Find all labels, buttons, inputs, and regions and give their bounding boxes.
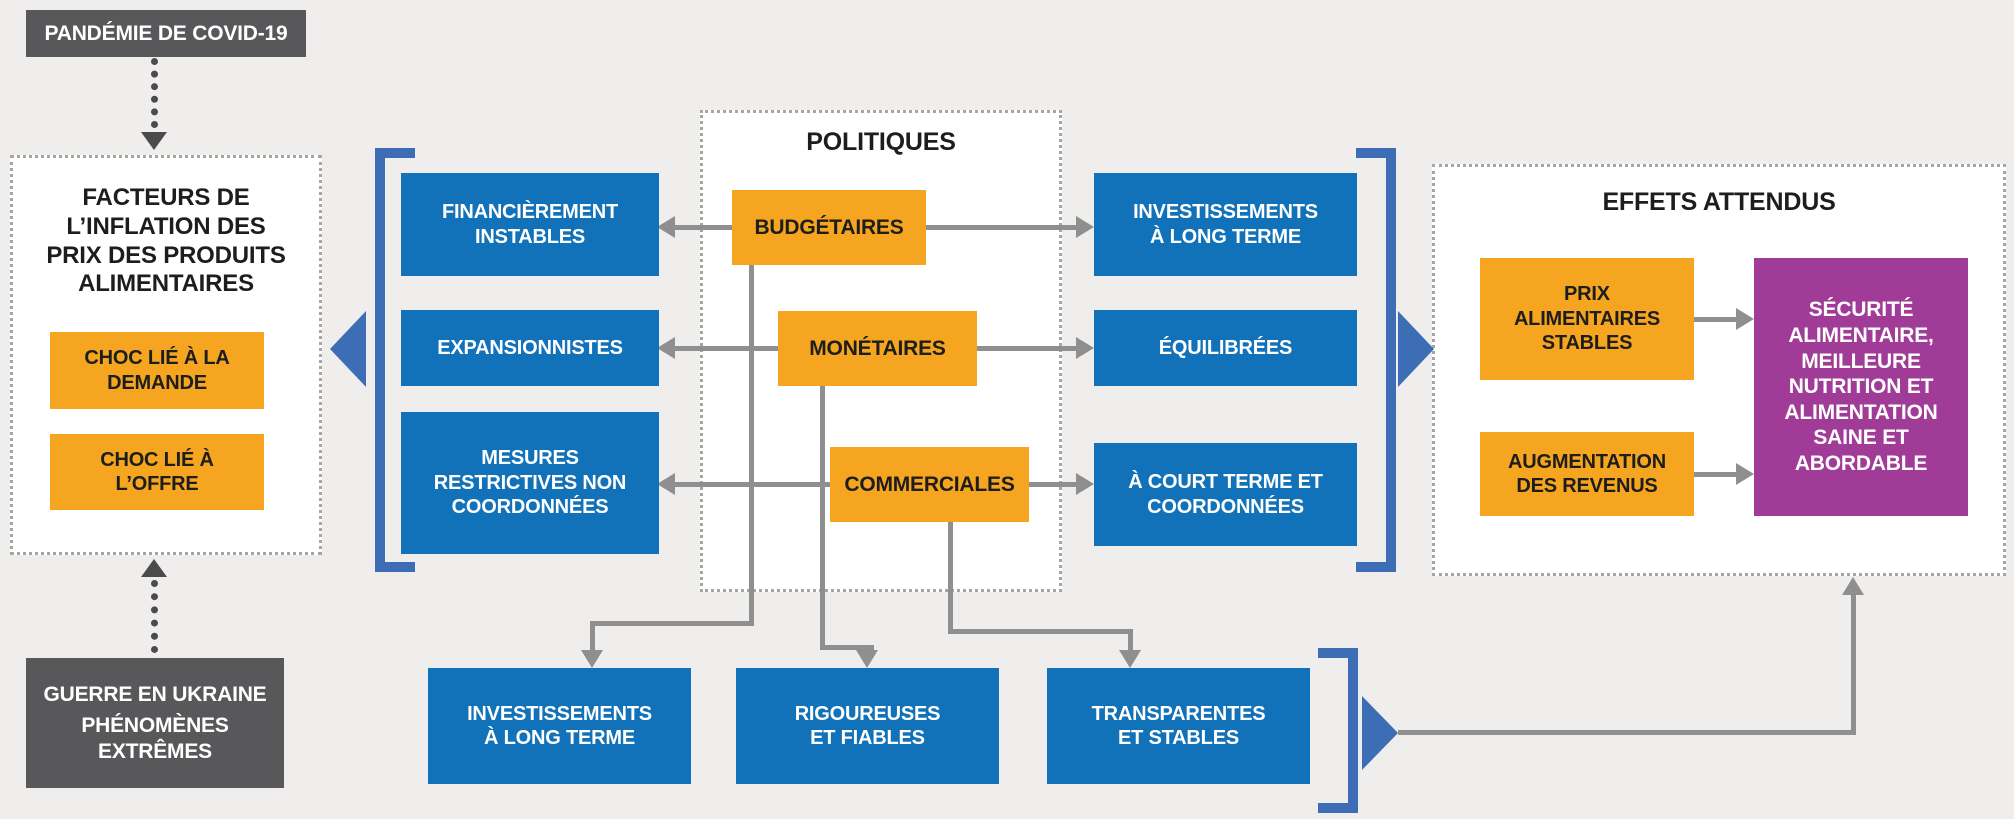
connector-budgetaires-elbow <box>590 621 754 626</box>
arrowhead-left-icon <box>657 473 675 495</box>
outcome-box: SÉCURITÉ ALIMENTAIRE, MEILLEURE NUTRITIO… <box>1754 258 1968 516</box>
monetaires-desired-box: ÉQUILIBRÉES <box>1094 310 1357 386</box>
connector-commerciales-elbow <box>948 629 1133 634</box>
chevron-bottom-right-icon <box>1362 696 1398 770</box>
connector-commerciales-down <box>948 522 953 634</box>
connector-budgetaires-stub <box>590 621 595 652</box>
demand-shock-label: CHOC LIÉ À LA DEMANDE <box>84 347 230 394</box>
arrowhead-up-dark-icon <box>141 559 167 577</box>
monetaires-current-label: EXPANSIONNISTES <box>437 336 623 359</box>
left-bracket-top-arm <box>375 148 415 158</box>
arrowhead-right-icon <box>1076 216 1094 238</box>
budgetaires-current-box: FINANCIÈREMENT INSTABLES <box>401 173 659 276</box>
left-bracket-bar <box>375 148 385 572</box>
connector-commerciales-stub <box>1128 629 1133 653</box>
connector-monetaires-elbow <box>820 645 874 650</box>
quality-rigorous-label: RIGOUREUSES ET FIABLES <box>794 702 941 749</box>
commerciales-current-label: MESURES RESTRICTIVES NON COORDONNÉES <box>433 447 627 519</box>
demand-shock-box: CHOC LIÉ À LA DEMANDE <box>50 332 264 409</box>
arrowhead-right-icon <box>1736 308 1754 330</box>
arrowhead-right-icon <box>1076 473 1094 495</box>
right-bracket-bottom-arm <box>1356 562 1396 572</box>
connector-budgetaires-down <box>749 265 754 626</box>
policy-monetaires-box: MONÉTAIRES <box>778 311 977 386</box>
pandemic-label: PANDÉMIE DE COVID-19 <box>44 21 288 45</box>
arrowhead-down-dark-icon <box>141 132 167 150</box>
higher-incomes-label: AUGMENTATION DES REVENUS <box>1508 450 1666 497</box>
quality-transparent-label: TRANSPARENTES ET STABLES <box>1091 702 1266 749</box>
arrowhead-right-icon <box>1076 337 1094 359</box>
extremes-label: PHÉNOMÈNES EXTRÊMES <box>81 714 229 763</box>
connector-incomes-outcome <box>1694 472 1738 477</box>
connector-budgetaires-right <box>926 225 1076 230</box>
bottom-bracket-bottom-arm <box>1318 803 1358 813</box>
stable-prices-box: PRIX ALIMENTAIRES STABLES <box>1480 258 1694 380</box>
policy-monetaires-label: MONÉTAIRES <box>809 336 946 360</box>
connector-pandemic-factors <box>151 58 158 128</box>
arrowhead-down-icon <box>856 650 878 668</box>
commerciales-desired-box: À COURT TERME ET COORDONNÉES <box>1094 443 1357 546</box>
supply-shock-label: CHOC LIÉ À L’OFFRE <box>100 448 214 495</box>
policy-commerciales-box: COMMERCIALES <box>830 447 1029 522</box>
quality-investments-box: INVESTISSEMENTS À LONG TERME <box>428 668 691 784</box>
war-box: GUERRE EN UKRAINE PHÉNOMÈNES EXTRÊMES <box>26 658 284 788</box>
budgetaires-desired-label: INVESTISSEMENTS À LONG TERME <box>1133 201 1318 248</box>
higher-incomes-box: AUGMENTATION DES REVENUS <box>1480 432 1694 516</box>
arrowhead-down-icon <box>1119 650 1141 668</box>
connector-monetaires-down <box>820 386 825 650</box>
connector-prices-outcome <box>1694 317 1738 322</box>
left-bracket-bottom-arm <box>375 562 415 572</box>
chevron-right-icon <box>1398 311 1434 387</box>
policy-commerciales-label: COMMERCIALES <box>844 472 1015 496</box>
quality-rigorous-box: RIGOUREUSES ET FIABLES <box>736 668 999 784</box>
connector-budgetaires-left <box>675 225 732 230</box>
quality-transparent-box: TRANSPARENTES ET STABLES <box>1047 668 1310 784</box>
arrowhead-right-icon <box>1736 463 1754 485</box>
quality-investments-label: INVESTISSEMENTS À LONG TERME <box>467 702 652 749</box>
outcome-label: SÉCURITÉ ALIMENTAIRE, MEILLEURE NUTRITIO… <box>1784 298 1938 476</box>
right-bracket-top-arm <box>1356 148 1396 158</box>
arrowhead-down-icon <box>581 650 603 668</box>
war-label: GUERRE EN UKRAINE <box>43 682 267 706</box>
pandemic-box: PANDÉMIE DE COVID-19 <box>26 10 306 57</box>
connector-war-factors <box>151 580 158 653</box>
connector-qualities-effects-horizontal <box>1398 730 1856 735</box>
bottom-bracket-top-arm <box>1318 648 1358 658</box>
chevron-left-icon <box>330 311 366 387</box>
right-bracket-bar <box>1386 148 1396 572</box>
supply-shock-box: CHOC LIÉ À L’OFFRE <box>50 434 264 510</box>
connector-commerciales-right <box>1029 482 1076 487</box>
monetaires-current-box: EXPANSIONNISTES <box>401 310 659 386</box>
connector-monetaires-left <box>675 346 778 351</box>
commerciales-desired-label: À COURT TERME ET COORDONNÉES <box>1128 471 1323 518</box>
arrowhead-up-icon <box>1842 577 1864 595</box>
monetaires-desired-label: ÉQUILIBRÉES <box>1158 336 1293 359</box>
arrowhead-left-icon <box>657 216 675 238</box>
budgetaires-desired-box: INVESTISSEMENTS À LONG TERME <box>1094 173 1357 276</box>
stable-prices-label: PRIX ALIMENTAIRES STABLES <box>1513 283 1661 355</box>
connector-monetaires-right <box>977 346 1076 351</box>
factors-panel-title: FACTEURS DE L’INFLATION DES PRIX DES PRO… <box>46 184 286 298</box>
policy-budgetaires-label: BUDGÉTAIRES <box>754 215 904 239</box>
bottom-bracket-bar <box>1348 648 1358 813</box>
commerciales-current-box: MESURES RESTRICTIVES NON COORDONNÉES <box>401 412 659 554</box>
effects-panel-title: EFFETS ATTENDUS <box>1602 188 1836 216</box>
policy-budgetaires-box: BUDGÉTAIRES <box>732 190 926 265</box>
connector-qualities-effects-vertical <box>1851 593 1856 733</box>
budgetaires-current-label: FINANCIÈREMENT INSTABLES <box>441 201 619 248</box>
policies-panel-title: POLITIQUES <box>806 128 956 156</box>
arrowhead-left-icon <box>657 337 675 359</box>
